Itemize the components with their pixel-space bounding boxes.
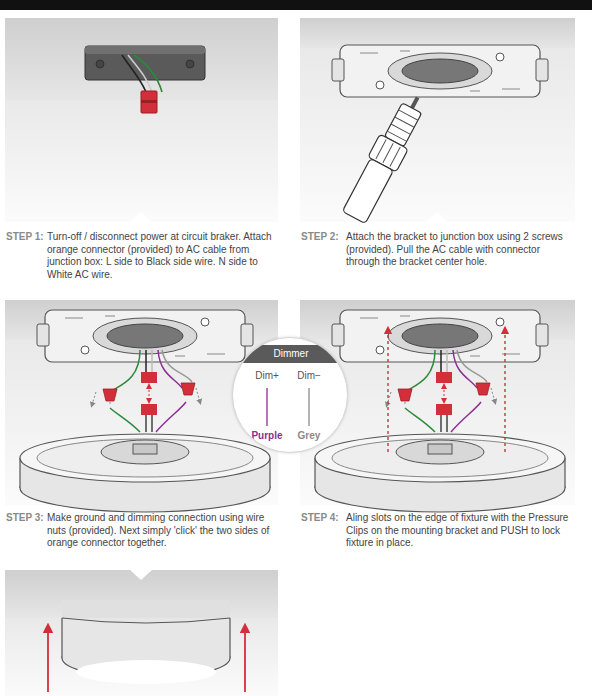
illustration-part (340, 90, 432, 225)
illustration-part (426, 212, 448, 222)
illustration-part (96, 60, 104, 68)
illustration-part (229, 618, 230, 658)
illustration-part (130, 212, 152, 222)
illustration-part (186, 60, 194, 68)
illustration-part (85, 46, 205, 54)
illustration-part (332, 45, 548, 97)
illustration-part (92, 350, 200, 432)
illustration-part (332, 310, 548, 362)
illustration-part (0, 0, 592, 10)
wire-label: Dim+ (247, 370, 287, 382)
step-instruction: Aling slots on the edge of fixture with … (346, 512, 574, 550)
illustration-part (376, 140, 400, 167)
step-instruction: Turn-off / disconnect power at circuit b… (47, 231, 279, 281)
illustration-part (504, 330, 505, 452)
grey-wire (308, 388, 309, 426)
step-instruction: Make ground and dimming connection using… (47, 512, 279, 550)
callout-heading: Dimmer (233, 345, 348, 363)
step-instruction: Attach the bracket to junction box using… (346, 231, 574, 269)
illustration-part (387, 330, 388, 452)
illustration-part (387, 350, 495, 432)
illustration-part (141, 100, 157, 103)
purple-wire (266, 388, 267, 426)
illustration-part (5, 618, 278, 696)
illustration-part (244, 628, 246, 692)
illustration-part (130, 570, 152, 580)
illustration-part (300, 18, 575, 48)
wire-label: Dim− (289, 370, 329, 382)
illustration-part (62, 618, 230, 623)
illustration-part (37, 310, 253, 362)
illustration-part (315, 434, 565, 512)
illustration-part (342, 158, 393, 223)
step-number: STEP 1: (6, 231, 44, 244)
illustration-part (76, 660, 216, 684)
illustration-part (20, 434, 270, 512)
step-number: STEP 2: (301, 231, 339, 244)
illustration-part (62, 600, 230, 618)
illustration-part (5, 100, 278, 222)
illustration-part (387, 110, 418, 142)
step-number: STEP 3: (6, 512, 44, 525)
illustration-part (128, 55, 152, 92)
illustration-part (5, 570, 278, 618)
illustration-part (62, 618, 230, 658)
illustration-part (61, 618, 62, 658)
illustration-part (5, 18, 278, 100)
wire-label: Grey (289, 430, 329, 442)
dimmer-callout: DimmerDim+Dim− PurpleGrey (232, 337, 348, 453)
illustration-part (141, 91, 157, 113)
illustration-part (134, 55, 162, 92)
wire-label: Purple (245, 430, 289, 442)
step-number: STEP 4: (301, 512, 339, 525)
illustration-part (47, 628, 49, 692)
